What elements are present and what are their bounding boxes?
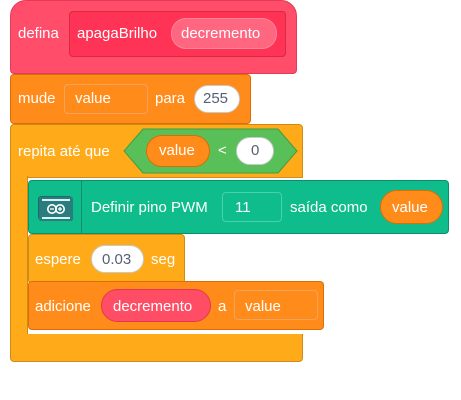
number-input-255[interactable] bbox=[194, 85, 240, 113]
operator-symbol: < bbox=[218, 142, 227, 159]
to-word: para bbox=[155, 90, 186, 107]
change-to-word: a bbox=[218, 298, 227, 315]
operator-right: 0 bbox=[251, 142, 260, 159]
param-reporter-decremento[interactable] bbox=[171, 18, 277, 49]
param-name: decremento bbox=[181, 25, 261, 42]
arduino-icon bbox=[38, 196, 73, 221]
output-label: saída como bbox=[290, 199, 368, 216]
variable-name: value bbox=[75, 90, 111, 107]
variable-dropdown[interactable] bbox=[64, 84, 148, 114]
repeat-until-footer bbox=[10, 334, 303, 362]
pwm-value: value bbox=[392, 199, 428, 216]
seconds-unit: seg bbox=[151, 251, 176, 268]
value-reporter-pwm[interactable] bbox=[380, 190, 443, 224]
variable-dropdown-2[interactable] bbox=[234, 290, 318, 320]
number-value: 255 bbox=[203, 90, 229, 107]
change-param: decremento bbox=[113, 298, 193, 315]
change-keyword: adicione bbox=[35, 298, 91, 315]
repeat-keyword: repita até que bbox=[18, 143, 110, 160]
define-keyword: defina bbox=[18, 25, 59, 42]
seconds-input[interactable] bbox=[91, 245, 144, 273]
wait-keyword: espere bbox=[35, 251, 81, 268]
pin-number: 11 bbox=[235, 199, 251, 216]
param-reporter-decremento-2[interactable] bbox=[101, 289, 211, 322]
pin-dropdown[interactable] bbox=[222, 192, 282, 222]
change-variable-name: value bbox=[245, 298, 281, 315]
set-keyword: mude bbox=[18, 90, 56, 107]
repeat-until-arm bbox=[10, 176, 28, 336]
extension-icon-divider bbox=[81, 181, 82, 233]
operator-left: value bbox=[159, 142, 195, 159]
pwm-label: Definir pino PWM bbox=[91, 199, 208, 216]
seconds-value: 0.03 bbox=[102, 251, 132, 268]
number-input-0[interactable] bbox=[236, 137, 274, 165]
procedure-name: apagaBrilho bbox=[77, 25, 158, 42]
value-reporter[interactable] bbox=[146, 135, 210, 167]
